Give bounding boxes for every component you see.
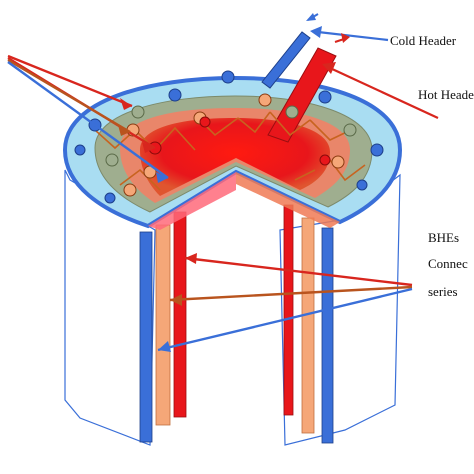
connected-label: Connec	[428, 256, 468, 271]
right-warm-pipe	[301, 217, 315, 434]
cold-header-label: Cold Header	[390, 33, 457, 48]
series-label: series	[428, 284, 458, 299]
right-hot-pipe	[283, 204, 294, 416]
left-cold-pipe	[139, 231, 153, 443]
hot-header-pipe	[267, 47, 337, 143]
top-callout-arrowheads	[118, 98, 168, 183]
cold-header-pipe	[261, 31, 311, 89]
series-connections	[94, 111, 366, 191]
flow-arrows	[306, 13, 350, 43]
cold-header-arrowhead	[310, 26, 322, 38]
left-warm-pipe	[155, 224, 171, 426]
mid-bhes	[105, 105, 357, 167]
cut-face-right	[236, 172, 340, 228]
cut-face-left	[148, 172, 236, 230]
side-callout-arrowheads	[158, 253, 197, 352]
hot-header-arrowhead	[322, 62, 336, 74]
hot-header-arrow	[329, 67, 439, 119]
right-cold-pipe	[321, 227, 334, 444]
bhes-label: BHEs	[428, 230, 460, 245]
side-callout-arrows	[157, 256, 413, 352]
top-callout-arrows	[7, 54, 169, 179]
hot-header-label: Hot Heade	[418, 87, 474, 102]
cold-header-arrow	[317, 30, 389, 42]
left-hot-pipe	[173, 211, 187, 418]
left-wall	[64, 169, 156, 446]
